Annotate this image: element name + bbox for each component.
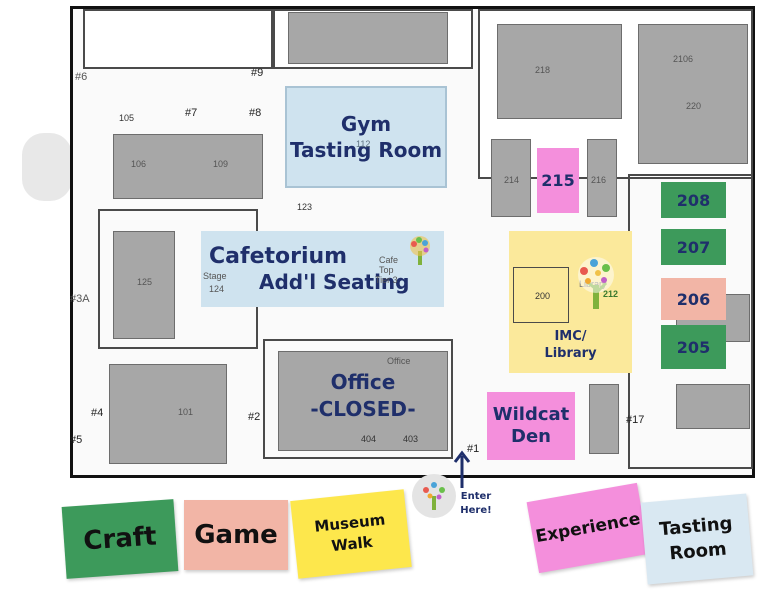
room-block bbox=[491, 139, 531, 217]
room-number-109: 109 bbox=[213, 159, 229, 169]
wildcat-den-zone[interactable]: Wildcat Den bbox=[487, 392, 575, 460]
room-block bbox=[589, 384, 619, 454]
room-block bbox=[676, 384, 750, 429]
room-block bbox=[109, 364, 227, 464]
tier-label: Tier 3 bbox=[375, 275, 398, 285]
entrance-logo bbox=[412, 474, 456, 518]
tree-logo-icon bbox=[578, 257, 614, 309]
tree-logo-icon bbox=[423, 482, 445, 510]
office-title: Office bbox=[330, 370, 396, 394]
door-5: #5 bbox=[70, 434, 83, 446]
room-number-218: 218 bbox=[535, 65, 551, 75]
wall-block bbox=[83, 9, 273, 69]
office-zone[interactable]: Office -CLOSED- bbox=[283, 361, 443, 431]
gym-subtitle: Tasting Room bbox=[289, 138, 443, 162]
room-block bbox=[587, 139, 617, 217]
room-block bbox=[113, 134, 263, 199]
room-number-123: 123 bbox=[297, 202, 313, 212]
room-block bbox=[113, 231, 175, 339]
room-number-216: 216 bbox=[591, 175, 607, 185]
room-number-125: 125 bbox=[137, 277, 153, 287]
room-number-106: 106 bbox=[131, 159, 147, 169]
room-205[interactable]: 205 bbox=[661, 325, 726, 369]
room-208-label: 208 bbox=[676, 190, 711, 210]
office-status: -CLOSED- bbox=[310, 397, 416, 421]
room-206-label: 206 bbox=[676, 289, 711, 309]
library-line2: Library bbox=[544, 346, 597, 362]
legend-museum-label: Museum Walk bbox=[313, 510, 387, 556]
cafetorium-zone[interactable]: Cafetorium Add'l Seating bbox=[201, 231, 444, 307]
door-7: #7 bbox=[185, 107, 198, 119]
room-number-2106: 2106 bbox=[673, 54, 694, 64]
cafetorium-title: Cafetorium bbox=[209, 243, 348, 269]
room-block bbox=[288, 12, 448, 64]
legend-experience-label: Experience bbox=[534, 508, 642, 548]
office-small-label: Office bbox=[387, 356, 411, 366]
room-block bbox=[638, 24, 748, 164]
room-number-220: 220 bbox=[686, 101, 702, 111]
door-3a: #3A bbox=[70, 293, 90, 305]
room-number-212: 212 bbox=[603, 289, 619, 299]
door-9: #9 bbox=[251, 67, 264, 79]
room-215[interactable]: 215 bbox=[537, 148, 579, 213]
cafetorium-subtitle: Add'l Seating bbox=[259, 270, 410, 295]
wall-block bbox=[628, 174, 753, 469]
floorplan-map: 105 106 109 125 101 123 404 403 Office G… bbox=[70, 6, 755, 478]
tree-logo-icon bbox=[410, 236, 430, 265]
cafe-label: Cafe bbox=[379, 255, 399, 265]
library-inner-wall bbox=[513, 267, 569, 323]
wildcat-title: Wildcat bbox=[492, 404, 570, 426]
room-number-403: 403 bbox=[403, 434, 419, 444]
library-zone[interactable]: IMC/ Library bbox=[509, 231, 632, 373]
room-number-404: 404 bbox=[361, 434, 377, 444]
room-208[interactable]: 208 bbox=[661, 182, 726, 218]
room-block bbox=[497, 24, 622, 119]
wall-block bbox=[263, 339, 453, 459]
door-1: #1 bbox=[467, 443, 480, 455]
legend-game: Game bbox=[184, 500, 288, 570]
room-number-200: 200 bbox=[535, 291, 551, 301]
room-207[interactable]: 207 bbox=[661, 229, 726, 265]
door-4: #4 bbox=[91, 407, 104, 419]
room-215-label: 215 bbox=[541, 171, 575, 190]
up-arrow-icon bbox=[453, 450, 471, 488]
room-number-105: 105 bbox=[119, 113, 135, 123]
stage-number: 124 bbox=[209, 284, 225, 294]
room-207-label: 207 bbox=[676, 237, 711, 257]
room-number-214: 214 bbox=[504, 175, 520, 185]
room-block bbox=[278, 351, 448, 451]
entrance-text: Enter Here! bbox=[460, 491, 492, 516]
background-blob bbox=[22, 133, 72, 201]
room-205-label: 205 bbox=[676, 337, 711, 357]
legend-tasting-room: Tasting Room bbox=[640, 493, 754, 585]
door-8: #8 bbox=[249, 107, 262, 119]
gym-tasting-room-zone[interactable]: Gym Tasting Room bbox=[285, 86, 447, 188]
door-2: #2 bbox=[248, 411, 261, 423]
legend-craft-label: Craft bbox=[82, 521, 158, 557]
gym-title: Gym bbox=[340, 112, 392, 136]
wildcat-subtitle: Den bbox=[511, 426, 551, 447]
top-label: Top bbox=[379, 265, 394, 275]
stage-label: Stage bbox=[203, 271, 227, 281]
room-number-101: 101 bbox=[178, 407, 194, 417]
legend-experience: Experience bbox=[526, 482, 650, 574]
legend-game-label: Game bbox=[194, 520, 278, 550]
library-line1: IMC/ bbox=[554, 328, 587, 344]
legend-tasting-label: Tasting Room bbox=[658, 512, 734, 565]
door-17: #17 bbox=[626, 414, 645, 426]
legend-museum-walk: Museum Walk bbox=[290, 489, 412, 579]
door-6: #6 bbox=[75, 71, 88, 83]
legend-craft: Craft bbox=[61, 499, 179, 579]
room-number-112: 112 bbox=[356, 139, 371, 149]
room-206[interactable]: 206 bbox=[661, 278, 726, 320]
